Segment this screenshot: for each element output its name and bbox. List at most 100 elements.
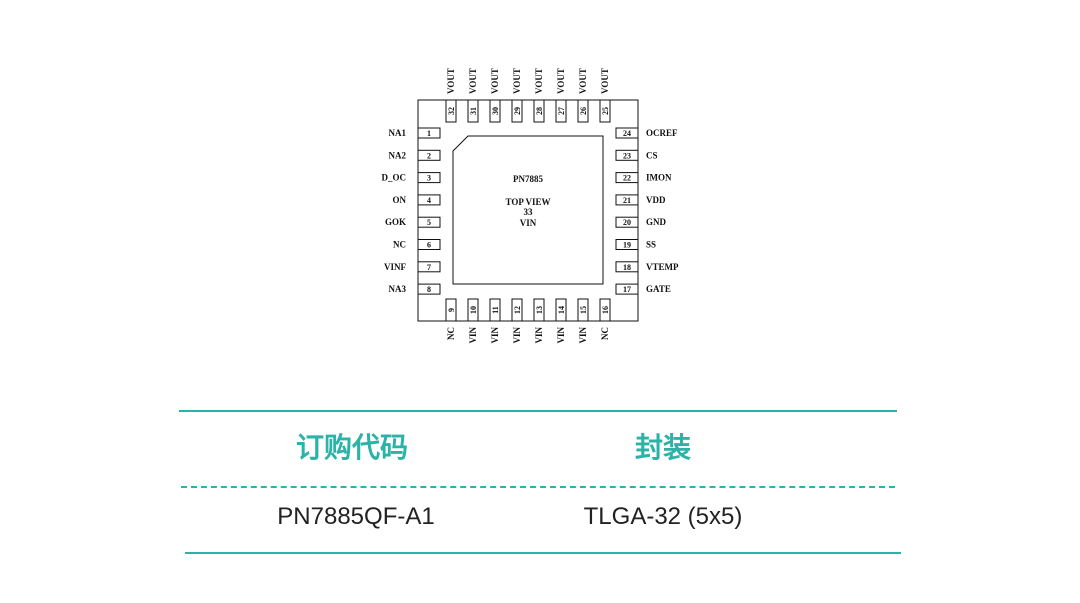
- pin-pad-1: [417, 127, 441, 139]
- pin-name-2: NA2: [389, 150, 407, 160]
- pin-name-24: OCREF: [646, 128, 678, 138]
- pin-number-10: 10: [469, 306, 478, 314]
- pin-pad-27: [555, 99, 567, 123]
- pin-number-3: 3: [427, 174, 431, 183]
- pin-name-11: VIN: [490, 327, 500, 344]
- pin-number-16: 16: [601, 306, 610, 314]
- pin-number-7: 7: [427, 263, 431, 272]
- pin-number-4: 4: [427, 196, 431, 205]
- pin-pad-32: [445, 99, 457, 123]
- pin-pad-13: [533, 298, 545, 322]
- pin-name-3: D_OC: [382, 173, 407, 183]
- exposed-pad: [452, 135, 604, 285]
- pin-name-6: NC: [393, 240, 406, 250]
- pin-pad-14: [555, 298, 567, 322]
- pin-number-26: 26: [579, 107, 588, 115]
- pin-pad-10: [467, 298, 479, 322]
- pin-number-32: 32: [447, 107, 456, 115]
- pin-number-5: 5: [427, 218, 431, 227]
- pin-name-19: SS: [646, 240, 656, 250]
- ordering-code-header: 订购代码: [295, 432, 408, 463]
- pin-number-12: 12: [513, 306, 522, 314]
- pin-name-28: VOUT: [534, 68, 544, 94]
- pin-pad-25: [599, 99, 611, 123]
- pin-name-14: VIN: [556, 327, 566, 344]
- pin-name-21: VDD: [646, 195, 666, 205]
- pin-pad-7: [417, 261, 441, 273]
- pin-name-15: VIN: [578, 327, 588, 344]
- pin-name-13: VIN: [534, 327, 544, 344]
- pin-number-20: 20: [623, 218, 631, 227]
- package-header: 封装: [634, 432, 691, 463]
- pin-pad-22: [615, 172, 639, 184]
- pin-number-6: 6: [427, 241, 431, 250]
- table-top-rule: [179, 410, 897, 412]
- pin-number-31: 31: [469, 107, 478, 115]
- pin-pad-12: [511, 298, 523, 322]
- view-label: TOP VIEW: [506, 197, 551, 207]
- pin-pad-26: [577, 99, 589, 123]
- pin-pad-2: [417, 149, 441, 161]
- pin-number-24: 24: [623, 129, 631, 138]
- pin-number-30: 30: [491, 107, 500, 115]
- pin-number-1: 1: [427, 129, 431, 138]
- pin-number-22: 22: [623, 174, 631, 183]
- pin-name-12: VIN: [512, 327, 522, 344]
- pin-pad-15: [577, 298, 589, 322]
- pin-name-32: VOUT: [446, 68, 456, 94]
- pin-name-1: NA1: [389, 128, 407, 138]
- pin-pad-20: [615, 216, 639, 228]
- pin-pad-4: [417, 194, 441, 206]
- pin-pad-23: [615, 149, 639, 161]
- pin-number-9: 9: [447, 308, 456, 312]
- pin-pad-11: [489, 298, 501, 322]
- pin-pad-19: [615, 239, 639, 250]
- pin-number-19: 19: [623, 241, 631, 250]
- pin-pad-9: [445, 298, 457, 322]
- pin-pad-17: [615, 283, 639, 295]
- pin-number-23: 23: [623, 151, 631, 160]
- pin-number-21: 21: [623, 196, 631, 205]
- pin-name-7: VINF: [384, 262, 407, 272]
- pin-name-23: CS: [646, 150, 658, 160]
- pin-pad-31: [467, 99, 479, 123]
- pin-number-8: 8: [427, 285, 431, 294]
- pin-name-8: NA3: [389, 284, 407, 294]
- pin-name-10: VIN: [468, 327, 478, 344]
- pin-number-29: 29: [513, 107, 522, 115]
- pin-name-25: VOUT: [600, 68, 610, 94]
- pin-name-29: VOUT: [512, 68, 522, 94]
- pin-name-26: VOUT: [578, 68, 588, 94]
- package-value: TLGA-32 (5x5): [583, 503, 743, 530]
- pin-name-17: GATE: [646, 284, 671, 294]
- pin-pad-5: [417, 216, 441, 228]
- pin-name-4: ON: [393, 195, 407, 205]
- pin-number-28: 28: [535, 107, 544, 115]
- pin-pad-8: [417, 283, 441, 295]
- pin-pad-3: [417, 172, 441, 184]
- pin-pad-30: [489, 99, 501, 123]
- pin-number-25: 25: [601, 107, 610, 115]
- pin-pad-21: [615, 194, 639, 206]
- pin-number-18: 18: [623, 263, 631, 272]
- pin-name-20: GND: [646, 217, 667, 227]
- pad-name: VIN: [520, 218, 537, 228]
- pin-number-17: 17: [623, 285, 631, 294]
- pin-number-14: 14: [557, 306, 566, 314]
- pin-name-9: NC: [446, 327, 456, 340]
- ordering-code-value: PN7885QF-A1: [277, 503, 435, 530]
- pin-name-18: VTEMP: [646, 262, 679, 272]
- pin-name-30: VOUT: [490, 68, 500, 94]
- pin-number-13: 13: [535, 306, 544, 314]
- pad-number: 33: [524, 207, 534, 217]
- pin-pad-6: [417, 239, 441, 250]
- pin-number-15: 15: [579, 306, 588, 314]
- pin-pad-16: [599, 298, 611, 322]
- pin-number-11: 11: [491, 306, 500, 314]
- pin-name-22: IMON: [646, 173, 672, 183]
- part-label: PN7885: [513, 174, 543, 184]
- pin-number-2: 2: [427, 151, 431, 160]
- pinout-diagram: PN7885 TOP VIEW 33 VIN 1NA12NA23D_OC4ON5…: [382, 68, 680, 343]
- pin-name-31: VOUT: [468, 68, 478, 94]
